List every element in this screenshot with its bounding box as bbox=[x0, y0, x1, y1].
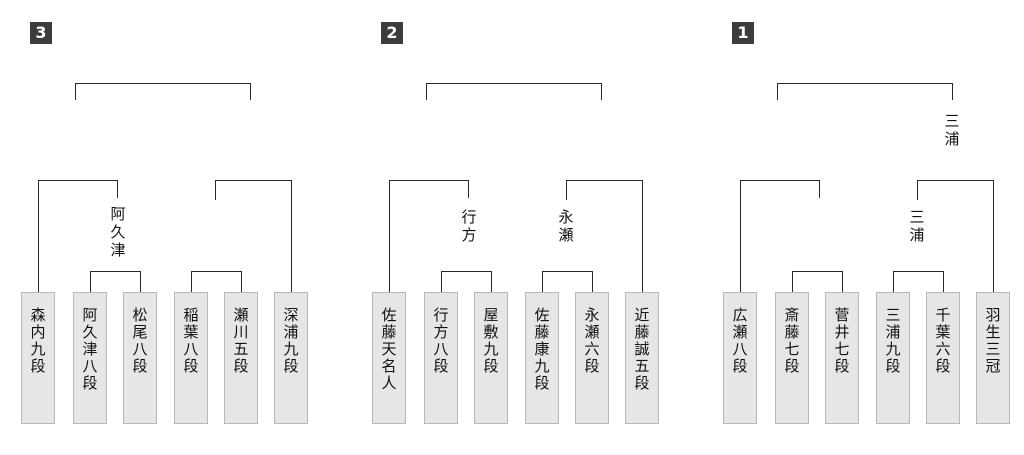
bracket-line bbox=[542, 271, 543, 292]
player-box: 三浦九段 bbox=[876, 292, 910, 424]
player-box: 瀬川五段 bbox=[224, 292, 258, 424]
bracket-line bbox=[566, 180, 567, 200]
bracket-line bbox=[441, 271, 442, 292]
player-box: 羽生三冠 bbox=[976, 292, 1010, 424]
bracket-line bbox=[90, 271, 91, 292]
bracket-line bbox=[740, 180, 820, 181]
bracket-line bbox=[917, 180, 994, 181]
player-box: 広瀬八段 bbox=[723, 292, 757, 424]
player-box: 阿久津八段 bbox=[73, 292, 107, 424]
bracket-line bbox=[191, 271, 242, 272]
tournament-bracket-1: 1 三浦 三浦 広瀬八段 斎藤七段 菅井七段 三浦九段 千葉六段 羽生三冠 bbox=[723, 0, 1024, 455]
bracket-line bbox=[893, 271, 894, 292]
bracket-line bbox=[491, 271, 492, 292]
bracket-line bbox=[792, 271, 793, 292]
bracket-line bbox=[777, 83, 953, 84]
round-winner-label: 永瀬 bbox=[554, 208, 578, 244]
bracket-line bbox=[740, 180, 741, 292]
player-box: 佐藤康九段 bbox=[525, 292, 559, 424]
round-winner-label: 阿久津 bbox=[106, 205, 130, 259]
final-winner-label: 三浦 bbox=[940, 112, 964, 148]
bracket-line bbox=[952, 83, 953, 100]
player-box: 菅井七段 bbox=[825, 292, 859, 424]
bracket-line bbox=[842, 271, 843, 292]
player-box: 永瀬六段 bbox=[575, 292, 609, 424]
block-number-badge: 1 bbox=[732, 22, 754, 44]
bracket-line bbox=[90, 271, 141, 272]
bracket-line bbox=[642, 180, 643, 292]
round-winner-label: 行方 bbox=[457, 208, 481, 244]
player-box: 稲葉八段 bbox=[174, 292, 208, 424]
player-box: 松尾八段 bbox=[123, 292, 157, 424]
player-box: 屋敷九段 bbox=[474, 292, 508, 424]
bracket-line bbox=[441, 271, 492, 272]
bracket-line bbox=[426, 83, 427, 100]
player-box: 深浦九段 bbox=[274, 292, 308, 424]
bracket-line bbox=[893, 271, 944, 272]
bracket-line bbox=[250, 83, 251, 100]
block-number-badge: 3 bbox=[30, 22, 52, 44]
player-box: 行方八段 bbox=[424, 292, 458, 424]
bracket-line bbox=[566, 180, 643, 181]
bracket-line bbox=[389, 180, 469, 181]
player-box: 近藤誠五段 bbox=[625, 292, 659, 424]
tournament-bracket-3: 3 阿久津 森内九段 阿久津八段 松尾八段 稲葉八段 瀬川五段 深浦九段 bbox=[21, 0, 350, 455]
bracket-line bbox=[191, 271, 192, 292]
player-box: 佐藤天名人 bbox=[372, 292, 406, 424]
block-number-badge: 2 bbox=[381, 22, 403, 44]
bracket-line bbox=[468, 180, 469, 198]
bracket-line bbox=[117, 180, 118, 198]
bracket-line bbox=[291, 180, 292, 292]
bracket-line bbox=[943, 271, 944, 292]
bracket-line bbox=[140, 271, 141, 292]
tournament-bracket-2: 2 行方 永瀬 佐藤天名人 行方八段 屋敷九段 佐藤康九段 永瀬六段 近藤誠五段 bbox=[372, 0, 701, 455]
bracket-line bbox=[75, 83, 251, 84]
bracket-line bbox=[601, 83, 602, 100]
player-box: 千葉六段 bbox=[926, 292, 960, 424]
bracket-line bbox=[819, 180, 820, 198]
round-winner-label: 三浦 bbox=[905, 208, 929, 244]
bracket-line bbox=[426, 83, 602, 84]
bracket-line bbox=[792, 271, 843, 272]
player-box: 森内九段 bbox=[21, 292, 55, 424]
bracket-line bbox=[241, 271, 242, 292]
bracket-line bbox=[75, 83, 76, 100]
bracket-line bbox=[542, 271, 593, 272]
bracket-line bbox=[38, 180, 39, 292]
bracket-line bbox=[917, 180, 918, 200]
bracket-line bbox=[389, 180, 390, 292]
bracket-line bbox=[777, 83, 778, 100]
bracket-line bbox=[215, 180, 292, 181]
bracket-line bbox=[592, 271, 593, 292]
bracket-line bbox=[215, 180, 216, 200]
bracket-line bbox=[993, 180, 994, 292]
bracket-line bbox=[38, 180, 118, 181]
player-box: 斎藤七段 bbox=[775, 292, 809, 424]
